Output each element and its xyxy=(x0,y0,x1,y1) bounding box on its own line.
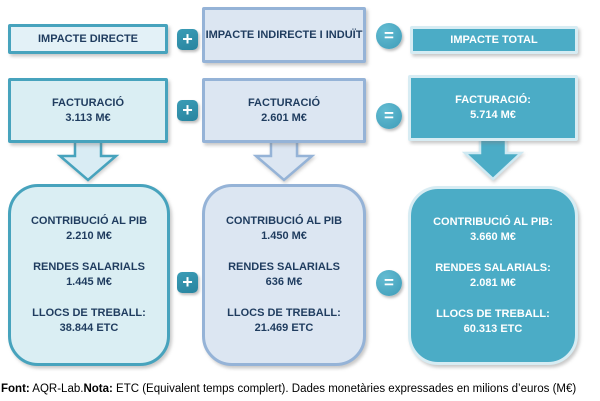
facturacio-directe-box: FACTURACIÓ 3.113 M€ xyxy=(8,78,168,143)
rendes-total-value: 2.081 M€ xyxy=(470,276,516,289)
llocs-indirecte-group: LLOCS DE TREBALL: 21.469 ETC xyxy=(227,306,341,336)
plus-icon-header-row: + xyxy=(177,29,198,50)
pib-indirecte-label: CONTRIBUCIÓ AL PIB xyxy=(225,215,343,227)
facturacio-total-box: FACTURACIÓ: 5.714 M€ xyxy=(408,75,578,141)
facturacio-total-value: 5.714 M€ xyxy=(470,109,516,121)
llocs-directe-group: LLOCS DE TREBALL: 38.844 ETC xyxy=(32,306,146,336)
footnote-nota-label: Nota: xyxy=(83,383,113,395)
impacte-directe-label: IMPACTE DIRECTE xyxy=(37,32,139,45)
impacte-total-label: IMPACTE TOTAL xyxy=(450,33,538,46)
llocs-total-group: LLOCS DE TREBALL: 60.313 ETC xyxy=(436,307,550,337)
pib-directe-label: CONTRIBUCIÓ AL PIB xyxy=(30,215,148,227)
rendes-directe-group: RENDES SALARIALS 1.445 M€ xyxy=(33,260,145,290)
impacte-total-header-box: IMPACTE TOTAL xyxy=(410,26,578,54)
rendes-total-label: RENDES SALARIALS: xyxy=(435,261,551,274)
impacte-indirecte-label: IMPACTE INDIRECTE I INDUÏT xyxy=(205,28,363,41)
equals-icon-facturacio-row: = xyxy=(376,103,402,129)
rendes-indirecte-label: RENDES SALARIALS xyxy=(228,261,340,273)
facturacio-indirecte-label: FACTURACIÓ xyxy=(247,96,321,109)
pib-total-label: CONTRIBUCIÓ AL PIB: xyxy=(433,215,553,228)
pib-total-value: 3.660 M€ xyxy=(470,230,516,243)
rendes-directe-label: RENDES SALARIALS xyxy=(33,261,145,273)
details-indirecte-box: CONTRIBUCIÓ AL PIB 1.450 M€ RENDES SALAR… xyxy=(202,184,366,366)
rendes-total-group: RENDES SALARIALS: 2.081 M€ xyxy=(435,261,551,291)
llocs-indirecte-value: 21.469 ETC xyxy=(254,322,314,334)
details-total-box: CONTRIBUCIÓ AL PIB: 3.660 M€ RENDES SALA… xyxy=(408,186,578,365)
down-arrow-total-icon xyxy=(461,136,525,181)
llocs-directe-value: 38.844 ETC xyxy=(59,322,119,334)
llocs-indirecte-label: LLOCS DE TREBALL: xyxy=(227,307,341,319)
plus-icon-details-row: + xyxy=(177,272,198,293)
pib-indirecte-group: CONTRIBUCIÓ AL PIB 1.450 M€ xyxy=(226,214,342,244)
footnote-font-text: AQR-Lab. xyxy=(29,383,84,395)
down-arrow-direct-icon xyxy=(56,139,120,182)
facturacio-directe-label: FACTURACIÓ xyxy=(51,96,125,109)
down-arrow-indirect-icon xyxy=(252,139,316,182)
impacte-directe-header-box: IMPACTE DIRECTE xyxy=(8,24,168,54)
facturacio-total-label: FACTURACIÓ: xyxy=(455,94,531,106)
pib-indirecte-value: 1.450 M€ xyxy=(261,230,307,242)
footnote: Font: AQR-Lab.Nota: ETC (Equivalent temp… xyxy=(1,382,599,397)
impacte-indirecte-header-box: IMPACTE INDIRECTE I INDUÏT xyxy=(202,7,366,63)
footnote-nota-text: ETC (Equivalent temps complert). Dades m… xyxy=(112,383,577,395)
pib-directe-group: CONTRIBUCIÓ AL PIB 2.210 M€ xyxy=(31,214,147,244)
llocs-total-label: LLOCS DE TREBALL: xyxy=(436,307,550,320)
facturacio-indirecte-value: 2.601 M€ xyxy=(261,111,307,124)
facturacio-indirecte-box: FACTURACIÓ 2.601 M€ xyxy=(202,78,366,143)
pib-total-group: CONTRIBUCIÓ AL PIB: 3.660 M€ xyxy=(433,215,553,245)
equals-icon-details-row: = xyxy=(376,270,402,296)
plus-icon-facturacio-row: + xyxy=(177,100,198,121)
llocs-directe-label: LLOCS DE TREBALL: xyxy=(32,307,146,319)
llocs-total-value: 60.313 ETC xyxy=(463,322,523,335)
equals-icon-header-row: = xyxy=(376,23,402,49)
footnote-font-label: Font: xyxy=(1,383,30,395)
rendes-directe-value: 1.445 M€ xyxy=(66,276,112,288)
pib-directe-value: 2.210 M€ xyxy=(66,230,112,242)
facturacio-directe-value: 3.113 M€ xyxy=(65,111,111,124)
rendes-indirecte-group: RENDES SALARIALS 636 M€ xyxy=(228,260,340,290)
details-directe-box: CONTRIBUCIÓ AL PIB 2.210 M€ RENDES SALAR… xyxy=(8,184,170,366)
rendes-indirecte-value: 636 M€ xyxy=(265,276,303,288)
